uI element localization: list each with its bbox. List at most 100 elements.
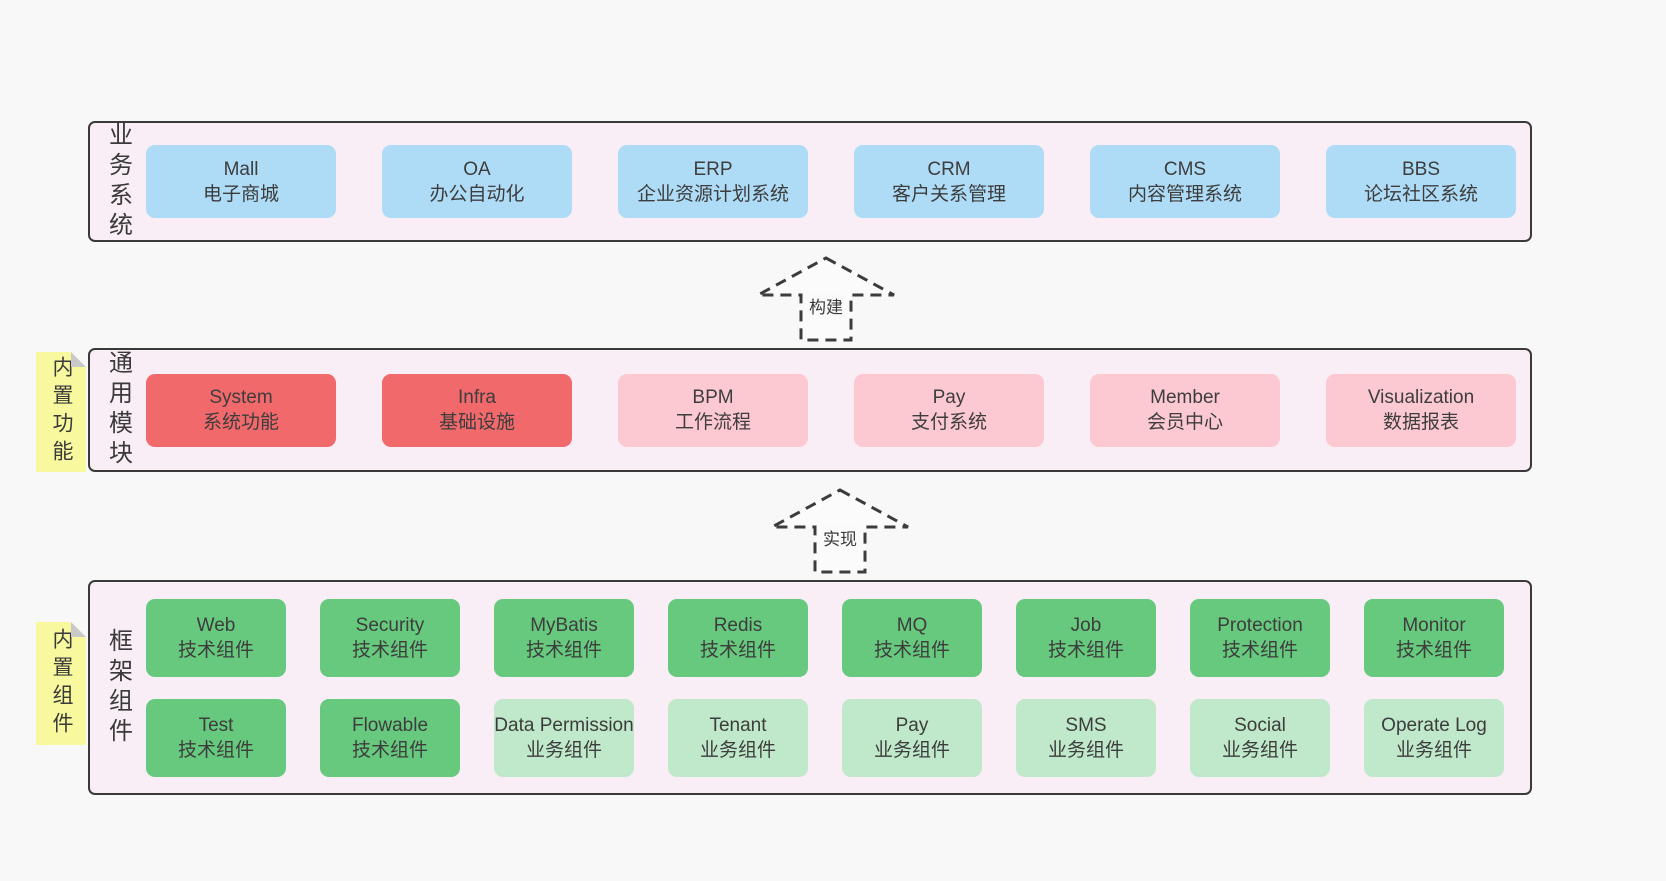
- box-title: OA: [463, 158, 491, 180]
- box-title: Redis: [713, 614, 763, 636]
- box-mybatis: MyBatis 技术组件: [494, 598, 634, 677]
- box-title: CRM: [927, 158, 971, 180]
- band-label-text: 框架组件: [104, 627, 132, 748]
- build-arrow-icon: 构建: [756, 255, 896, 343]
- box-cms: CMS 内容管理系统: [1090, 145, 1280, 218]
- box-data-permission: Data Permission 业务组件: [494, 698, 634, 777]
- box-title: CMS: [1163, 158, 1207, 180]
- box-system: System 系统功能: [146, 373, 336, 447]
- box-pay-biz: Pay 业务组件: [842, 698, 982, 777]
- box-subtitle: 内容管理系统: [1127, 183, 1242, 205]
- framework-components-band: 框架组件 Web 技术组件 Security 技术组件 MyBatis 技术组件…: [88, 580, 1532, 795]
- box-title: BBS: [1401, 158, 1441, 180]
- box-social: Social 业务组件: [1190, 698, 1330, 777]
- band-label-components: 框架组件: [90, 582, 146, 793]
- box-title: Social: [1234, 714, 1286, 736]
- box-title: Data Permission: [494, 714, 634, 736]
- box-title: SMS: [1065, 714, 1107, 736]
- business-band-content: Mall 电子商城 OA 办公自动化 ERP 企业资源计划系统 CRM 客户关系…: [146, 123, 1530, 240]
- box-monitor: Monitor 技术组件: [1364, 598, 1504, 677]
- box-title: ERP: [693, 158, 733, 180]
- box-subtitle: 业务组件: [873, 739, 950, 761]
- box-title: Job: [1070, 614, 1102, 636]
- box-subtitle: 基础设施: [438, 412, 515, 433]
- box-flowable: Flowable 技术组件: [320, 698, 460, 777]
- box-title: Pay: [932, 387, 966, 408]
- box-title: Infra: [457, 387, 497, 408]
- box-title: BPM: [692, 387, 734, 408]
- box-title: Mall: [223, 158, 259, 180]
- box-title: System: [209, 387, 273, 408]
- sticky-note-built-in-components: 内置组件: [36, 622, 86, 745]
- business-systems-band: 业务系统 Mall 电子商城 OA 办公自动化 ERP 企业资源计划系统 CRM…: [88, 121, 1532, 242]
- box-subtitle: 技术组件: [1221, 639, 1298, 661]
- box-bpm: BPM 工作流程: [618, 373, 808, 447]
- box-erp: ERP 企业资源计划系统: [618, 145, 808, 218]
- component-band-content: Web 技术组件 Security 技术组件 MyBatis 技术组件 Redi…: [146, 582, 1530, 793]
- box-subtitle: 业务组件: [699, 739, 776, 761]
- box-subtitle: 数据报表: [1382, 412, 1459, 433]
- box-subtitle: 客户关系管理: [891, 183, 1006, 205]
- box-redis: Redis 技术组件: [668, 598, 808, 677]
- box-security: Security 技术组件: [320, 598, 460, 677]
- box-crm: CRM 客户关系管理: [854, 145, 1044, 218]
- box-subtitle: 系统功能: [202, 412, 279, 433]
- box-mq: MQ 技术组件: [842, 598, 982, 677]
- box-title: Operate Log: [1381, 714, 1487, 736]
- box-subtitle: 业务组件: [1047, 739, 1124, 761]
- band-label-text: 通用模块: [104, 350, 132, 470]
- box-subtitle: 业务组件: [1395, 739, 1472, 761]
- box-subtitle: 办公自动化: [429, 183, 525, 205]
- band-label-text: 业务系统: [104, 121, 132, 242]
- sticky-note-built-in-features: 内置功能: [36, 352, 86, 472]
- box-subtitle: 技术组件: [351, 639, 428, 661]
- box-subtitle: 技术组件: [351, 739, 428, 761]
- box-oa: OA 办公自动化: [382, 145, 572, 218]
- sticky-fold-icon: [71, 352, 86, 367]
- implement-arrow-label: 实现: [820, 524, 860, 551]
- box-title: Test: [198, 714, 234, 736]
- box-subtitle: 技术组件: [1395, 639, 1472, 661]
- box-protection: Protection 技术组件: [1190, 598, 1330, 677]
- box-pay: Pay 支付系统: [854, 373, 1044, 447]
- box-subtitle: 电子商城: [202, 183, 279, 205]
- box-tenant: Tenant 业务组件: [668, 698, 808, 777]
- box-subtitle: 业务组件: [1221, 739, 1298, 761]
- box-subtitle: 业务组件: [525, 739, 602, 761]
- box-subtitle: 技术组件: [177, 639, 254, 661]
- box-sms: SMS 业务组件: [1016, 698, 1156, 777]
- component-row-1: Web 技术组件 Security 技术组件 MyBatis 技术组件 Redi…: [146, 598, 1504, 677]
- box-infra: Infra 基础设施: [382, 373, 572, 447]
- box-operate-log: Operate Log 业务组件: [1364, 698, 1504, 777]
- box-title: Web: [196, 614, 236, 636]
- box-web: Web 技术组件: [146, 598, 286, 677]
- box-title: Monitor: [1402, 614, 1466, 636]
- box-visualization: Visualization 数据报表: [1326, 373, 1516, 447]
- box-title: Tenant: [709, 714, 767, 736]
- box-subtitle: 工作流程: [674, 412, 751, 433]
- box-title: Protection: [1217, 614, 1303, 636]
- band-label-business: 业务系统: [90, 121, 146, 242]
- sticky-note-text: 内置组件: [50, 627, 73, 740]
- box-subtitle: 技术组件: [177, 739, 254, 761]
- box-title: Flowable: [351, 714, 429, 736]
- implement-arrow-icon: 实现: [770, 487, 910, 575]
- box-title: Member: [1150, 387, 1220, 408]
- box-job: Job 技术组件: [1016, 598, 1156, 677]
- box-mall: Mall 电子商城: [146, 145, 336, 218]
- box-subtitle: 支付系统: [910, 412, 987, 433]
- component-row-2: Test 技术组件 Flowable 技术组件 Data Permission …: [146, 698, 1504, 777]
- box-title: Pay: [895, 714, 929, 736]
- box-test: Test 技术组件: [146, 698, 286, 777]
- sticky-note-text: 内置功能: [50, 356, 73, 468]
- band-label-modules: 通用模块: [90, 350, 146, 470]
- box-title: MQ: [896, 614, 928, 636]
- box-subtitle: 技术组件: [525, 639, 602, 661]
- box-bbs: BBS 论坛社区系统: [1326, 145, 1516, 218]
- build-arrow-label: 构建: [806, 292, 846, 319]
- module-band-content: System 系统功能 Infra 基础设施 BPM 工作流程 Pay 支付系统…: [146, 350, 1530, 470]
- box-subtitle: 会员中心: [1146, 412, 1223, 433]
- sticky-fold-icon: [71, 622, 86, 637]
- box-subtitle: 技术组件: [1047, 639, 1124, 661]
